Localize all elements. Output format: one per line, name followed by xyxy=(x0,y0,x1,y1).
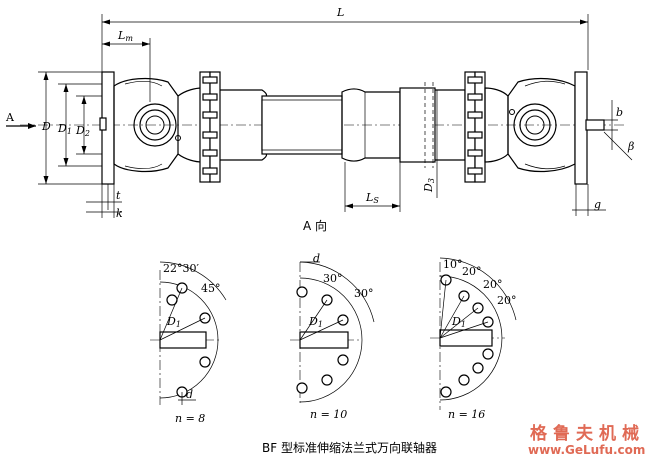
bolt-pattern-n8: 22°30′ 45° D1 d n = 8 xyxy=(150,261,227,425)
view-caption: A 向 xyxy=(303,218,327,233)
left-key xyxy=(99,117,107,131)
watermark-url: www.GeLufu.com xyxy=(528,443,645,457)
svg-text:20°: 20° xyxy=(483,278,503,291)
watermark-cn: 格鲁夫机械 xyxy=(530,423,645,444)
svg-text:20°: 20° xyxy=(497,294,517,307)
svg-text:10°: 10° xyxy=(443,258,463,271)
right-bolt-flange-a xyxy=(464,71,476,183)
watermark: 格鲁夫机械 www.GeLufu.com xyxy=(528,423,645,457)
left-cross-bearing xyxy=(133,103,177,147)
n10-label: n = 10 xyxy=(310,408,347,421)
svg-text:D1: D1 xyxy=(451,315,466,329)
right-bolt-flange-b xyxy=(474,71,486,183)
svg-text:30°: 30° xyxy=(354,287,374,300)
bolt-pattern-n16: 10° 20° 20° 20° D1 n = 16 xyxy=(430,257,517,421)
n16-label: n = 16 xyxy=(448,408,485,421)
view-arrow-label: A xyxy=(5,111,15,124)
dim-Lm-label: Lm xyxy=(117,29,133,43)
dim-L-label: L xyxy=(336,6,344,19)
left-bolts xyxy=(202,76,218,175)
svg-text:D3: D3 xyxy=(422,178,436,193)
figure-title: BF 型标准伸缩法兰式万向联轴器 xyxy=(262,440,437,455)
dim-D-label: D xyxy=(41,120,51,133)
right-key xyxy=(585,119,605,131)
svg-text:d: d xyxy=(313,252,320,265)
svg-text:d: d xyxy=(186,388,193,401)
dim-g-label: g xyxy=(594,198,601,211)
dim-t-label: t xyxy=(116,189,121,202)
spline-shaft xyxy=(399,87,436,163)
dim-Ls-label: LS xyxy=(365,191,379,205)
svg-text:22°30′: 22°30′ xyxy=(163,262,199,275)
dim-beta-label: β xyxy=(627,140,634,153)
svg-text:30°: 30° xyxy=(323,272,343,285)
right-flange xyxy=(574,71,588,185)
svg-text:20°: 20° xyxy=(462,265,482,278)
dim-D2-label: D2 xyxy=(75,124,90,138)
bolt-pattern-n10: d 30° 30° D1 n = 10 xyxy=(290,252,375,421)
left-bolt-flange-a xyxy=(199,71,211,183)
svg-text:D1: D1 xyxy=(166,315,181,329)
n8-label: n = 8 xyxy=(175,412,205,425)
dim-D1-label: D1 xyxy=(57,122,72,136)
dim-b-label: b xyxy=(616,106,623,119)
center-shaft xyxy=(261,95,343,155)
svg-text:45°: 45° xyxy=(201,282,221,295)
main-assembly-view: L Lm xyxy=(5,6,634,220)
left-bolt-flange-b xyxy=(209,71,221,183)
right-cross-bearing xyxy=(513,103,557,147)
svg-text:D1: D1 xyxy=(308,315,323,329)
dim-k-label: k xyxy=(116,207,123,220)
right-bolts xyxy=(467,76,483,175)
